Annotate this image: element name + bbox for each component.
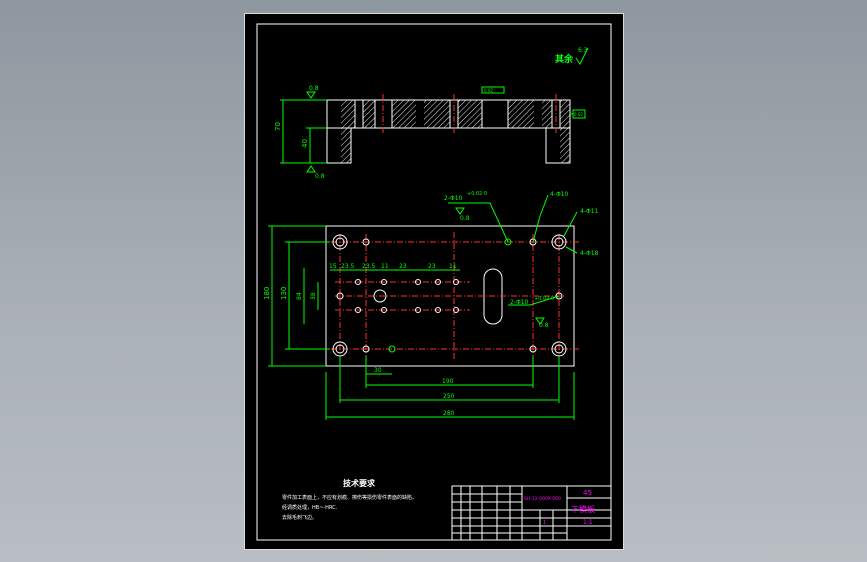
title-block <box>451 485 612 541</box>
dim-left-outer: 180 <box>263 287 271 300</box>
notes-line-1: 零件加工表面上，不应有划痕、擦伤等损伤零件表面的缺陷。 <box>282 494 417 501</box>
roughness-value: 6.3 <box>578 47 588 54</box>
title-scale: 1:1 <box>583 519 593 526</box>
dim-top-2: 23.5 <box>362 263 376 270</box>
dim-left-mid: 130 <box>280 287 288 300</box>
finish-top: 0.8 <box>309 85 319 92</box>
roughness-symbol <box>575 47 589 65</box>
dim-top-0: 15 <box>329 263 337 270</box>
callout-4x10: 4-Φ10 <box>550 191 569 198</box>
title-part-name: 下模板 <box>571 504 595 514</box>
callout-2x10-finish: 0.8 <box>460 215 470 222</box>
dim-top-6: 11 <box>449 263 457 270</box>
dim-bottom-280: 280 <box>443 410 455 417</box>
front-view <box>280 86 586 173</box>
notes-title: 技术要求 <box>343 478 376 488</box>
callout-2x10-right-tol: +0.02 0 <box>534 296 554 302</box>
dim-overall-height: 70 <box>274 122 282 131</box>
callout-2x10: 2-Φ10 <box>444 195 463 202</box>
inner-frame <box>256 23 612 541</box>
callout-4x11: 4-Φ11 <box>580 208 599 215</box>
roughness-label: 其余 <box>555 53 574 65</box>
notes-line-2: 经调质处理，HB~-HRC. <box>282 504 338 511</box>
callout-2x10-right: 2-Φ10 <box>510 299 529 306</box>
callout-2x10-tol: +0.02 0 <box>467 191 487 197</box>
dim-bottom-250: 250 <box>443 393 455 400</box>
notes-line-3: 去除毛刺飞边。 <box>282 514 317 521</box>
tolerance-box-right: 0.02 <box>574 112 583 117</box>
finish-bottom: 0.8 <box>315 173 325 180</box>
dim-top-5: 23 <box>428 263 436 270</box>
title-qty: 1 <box>543 520 546 526</box>
title-drawing-no: SH-12-000X-000 <box>524 496 561 502</box>
dim-bottom-30: 30 <box>374 367 382 374</box>
dim-top-1: 23.5 <box>341 263 355 270</box>
dim-bottom-190: 190 <box>442 378 454 385</box>
dim-step-height: 40 <box>301 139 309 148</box>
plan-view <box>268 194 580 420</box>
callout-2x10-right-finish: 0.8 <box>539 322 549 329</box>
callout-4x18: 4-Φ18 <box>580 250 599 257</box>
dim-top-4: 23 <box>399 263 407 270</box>
dim-left-small: 38 <box>310 292 317 300</box>
flatness-box: 0.02 <box>484 88 493 93</box>
dim-left-inner: 84 <box>296 292 303 300</box>
title-material: 45 <box>583 489 592 497</box>
dim-top-3: 11 <box>381 263 389 270</box>
